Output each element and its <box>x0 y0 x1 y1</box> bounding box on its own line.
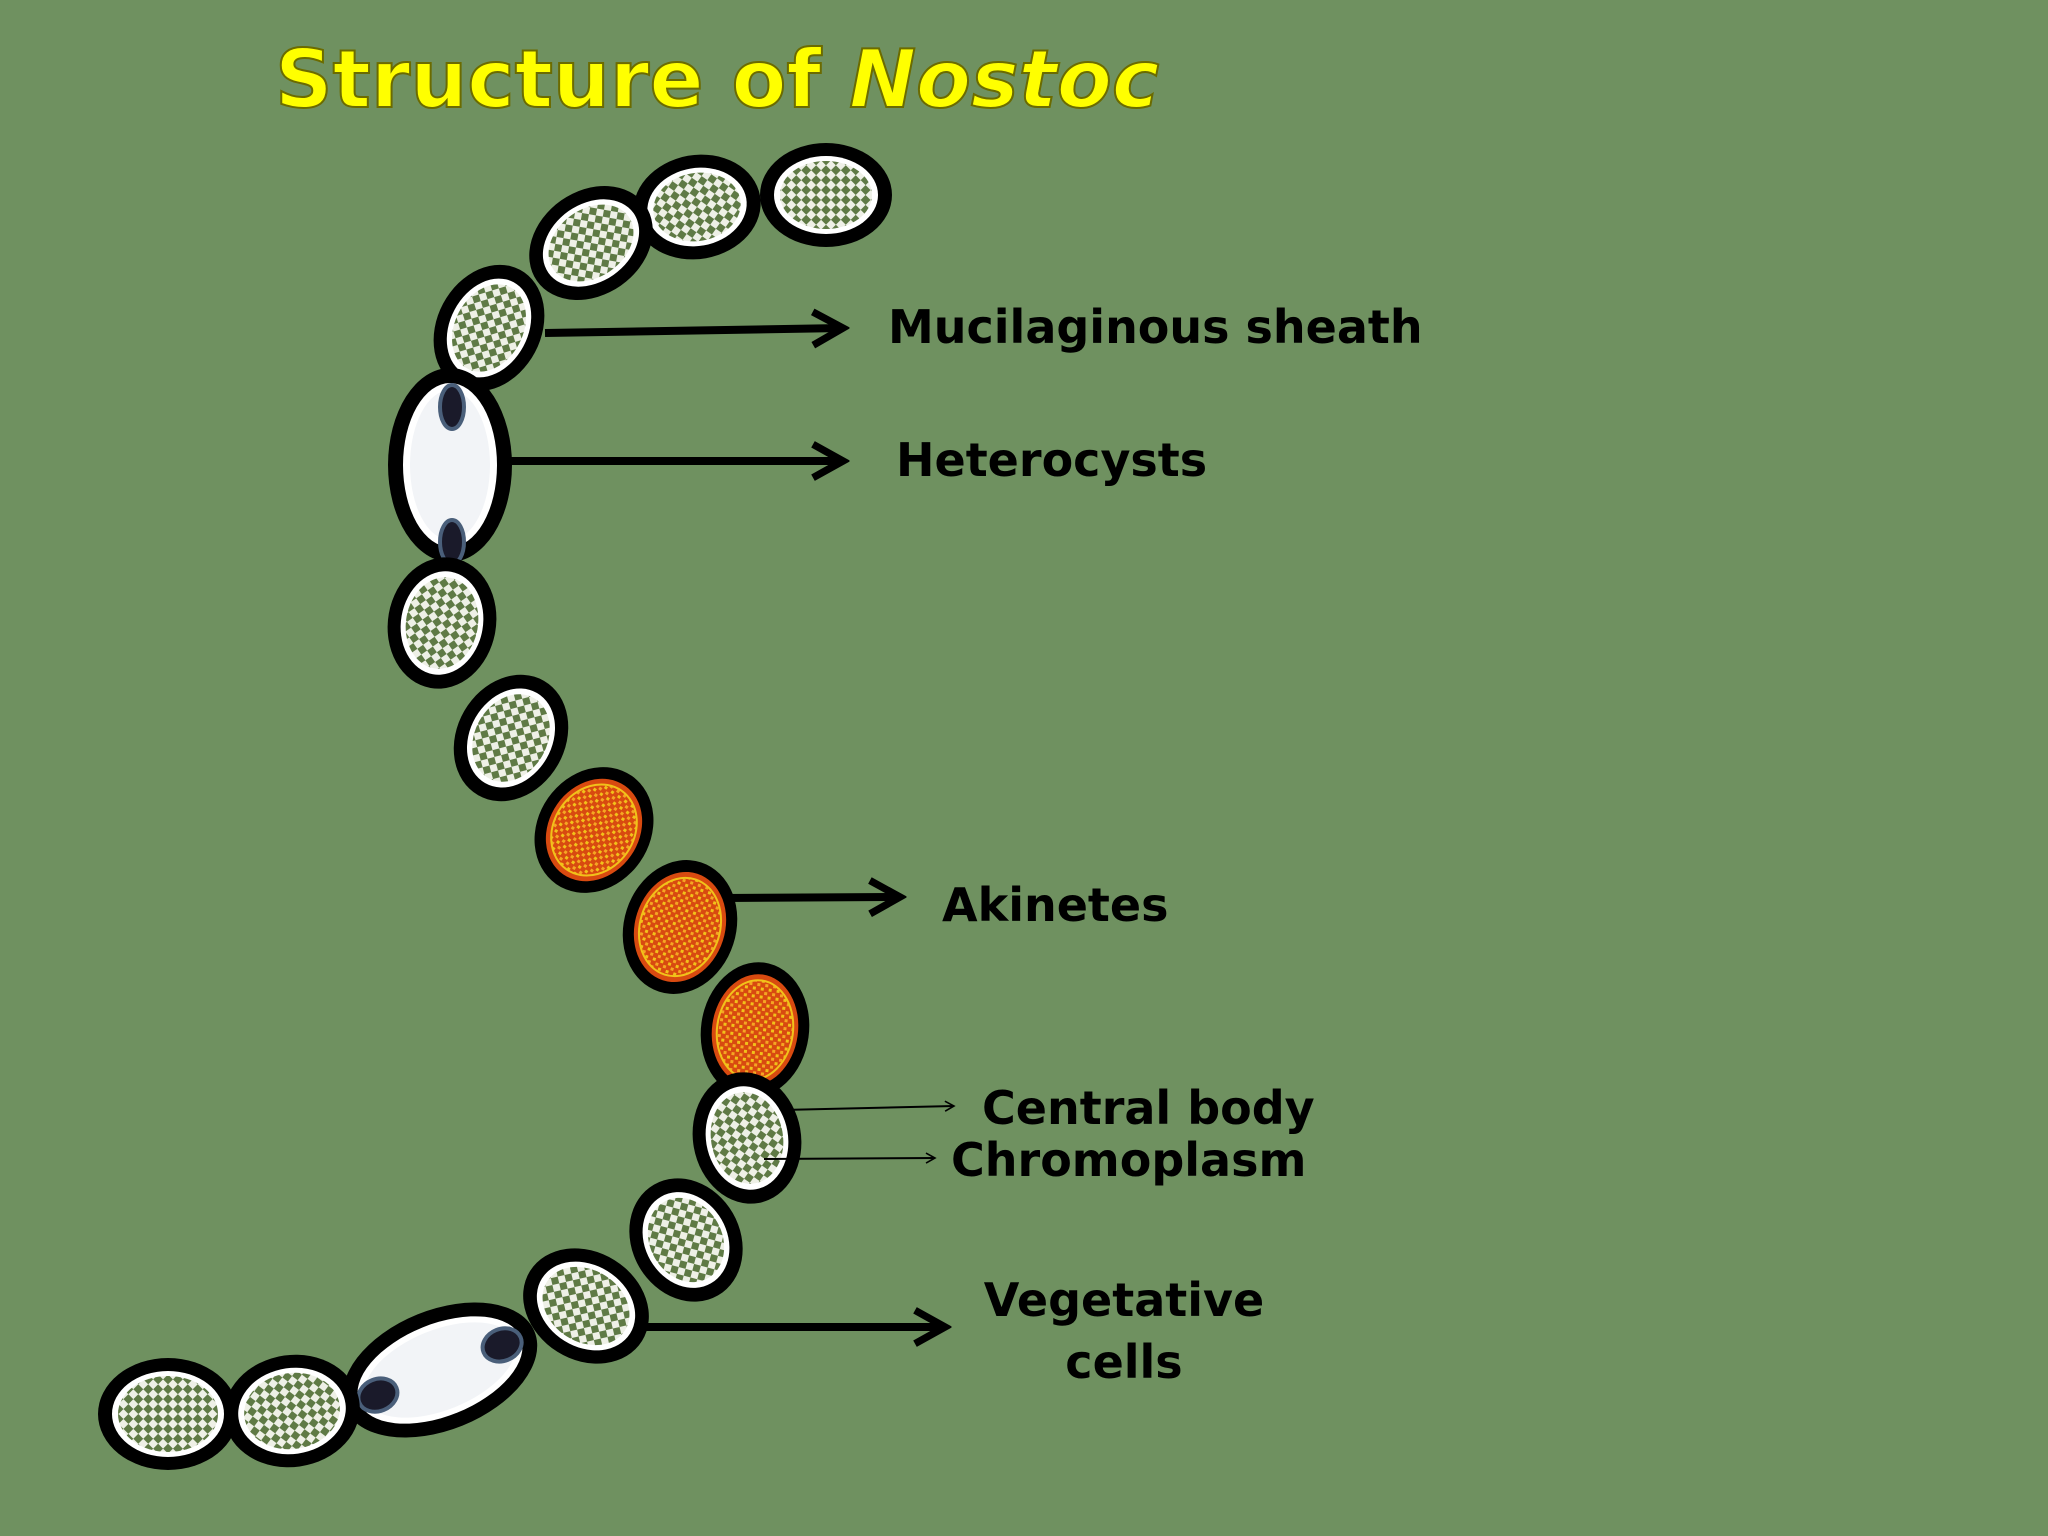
vegetative-cell <box>453 674 569 802</box>
vegetative-cell <box>692 1072 802 1204</box>
central-body-arrow <box>781 1100 956 1112</box>
vegetative-cell <box>387 557 497 689</box>
vegetative-cell <box>629 1178 743 1302</box>
akinete <box>534 767 654 893</box>
title-main: Structure of <box>274 32 822 127</box>
label-chromoplasm: Chromoplasm <box>951 1133 1307 1187</box>
vegetative-cell <box>224 1354 360 1468</box>
title-italic: Nostoc <box>848 32 1160 127</box>
vegetative-cell <box>523 1248 649 1364</box>
label-vegetative-line1: Vegetative <box>983 1273 1265 1327</box>
vegetative-cell <box>529 186 653 300</box>
label-heterocysts: Heterocysts <box>896 433 1208 487</box>
heterocyst <box>388 368 512 566</box>
vegetative-cell <box>633 154 761 260</box>
label-central-body: Central body <box>982 1081 1315 1135</box>
label-akinetes: Akinetes <box>942 878 1169 932</box>
vegetative-cell <box>433 264 545 392</box>
akinetes-arrow <box>724 897 900 898</box>
chromoplasm-arrow <box>763 1152 937 1164</box>
page-title: Structure of Nostoc <box>274 30 1160 130</box>
akinete <box>700 962 810 1098</box>
label-mucilaginous-sheath: Mucilaginous sheath <box>888 300 1423 354</box>
vegetative-cell <box>760 143 892 247</box>
akinete <box>622 860 738 994</box>
heterocyst <box>342 1302 538 1438</box>
label-vegetative-line2: cells <box>1065 1335 1183 1389</box>
mucilaginous-sheath-arrow <box>544 328 843 333</box>
vegetative-cell <box>98 1358 238 1470</box>
